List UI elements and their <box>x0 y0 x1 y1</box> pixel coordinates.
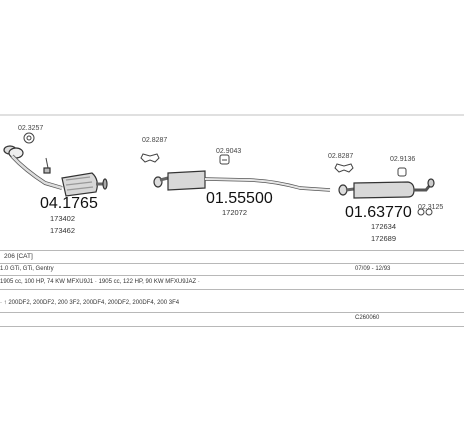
engine-label: 1.0 GTi, GTi, Gentry <box>0 266 54 272</box>
rear-clamp-number: 02.8287 <box>328 153 353 160</box>
rear-hanger-number: 02.9136 <box>390 156 415 163</box>
rear-part-number: 01.63770 <box>345 204 412 221</box>
variant-list: · ↑ 200DF2, 200DF2, 200 3F2, 200DF4, 200… <box>0 300 180 306</box>
middle-hanger-number: 02.9043 <box>216 148 241 155</box>
clamp-icon <box>23 132 35 144</box>
rear-ref-1: 172634 <box>371 222 396 231</box>
model-label: 206 [CAT] <box>4 253 33 260</box>
front-part-number: 04.1765 <box>40 195 98 212</box>
table-divider <box>0 250 464 251</box>
middle-silencer <box>153 170 331 192</box>
hanger-icon <box>397 167 407 177</box>
rear-mount-number: 02.3125 <box>418 204 443 211</box>
date-range: 07/09 - 12/93 <box>355 266 391 272</box>
table-divider <box>0 275 464 276</box>
catalog-code: C260060 <box>355 315 380 321</box>
exhaust-system-diagram: 02.3257 04.1765 173402 173462 02.8287 02… <box>0 114 464 243</box>
table-divider <box>0 312 464 313</box>
table-divider <box>0 326 464 327</box>
rubber-mount-icon <box>417 208 433 216</box>
hanger-icon <box>219 154 230 165</box>
table-divider <box>0 289 464 290</box>
table-divider <box>0 263 464 264</box>
engine-spec: 1905 cc, 100 HP, 74 KW MFXU9J1 · 1905 cc… <box>0 279 200 285</box>
front-ref-2: 173462 <box>50 226 75 235</box>
front-catalytic-converter <box>3 145 108 197</box>
middle-ref-1: 172072 <box>222 208 247 217</box>
clamp-icon <box>334 163 354 173</box>
front-ref-1: 173402 <box>50 214 75 223</box>
rear-ref-2: 172689 <box>371 234 396 243</box>
middle-part-number: 01.55500 <box>206 190 273 207</box>
clamp-icon <box>140 153 160 163</box>
front-clamp-number: 02.3257 <box>18 125 43 132</box>
rear-silencer <box>338 178 435 199</box>
middle-clamp-number: 02.8287 <box>142 137 167 144</box>
